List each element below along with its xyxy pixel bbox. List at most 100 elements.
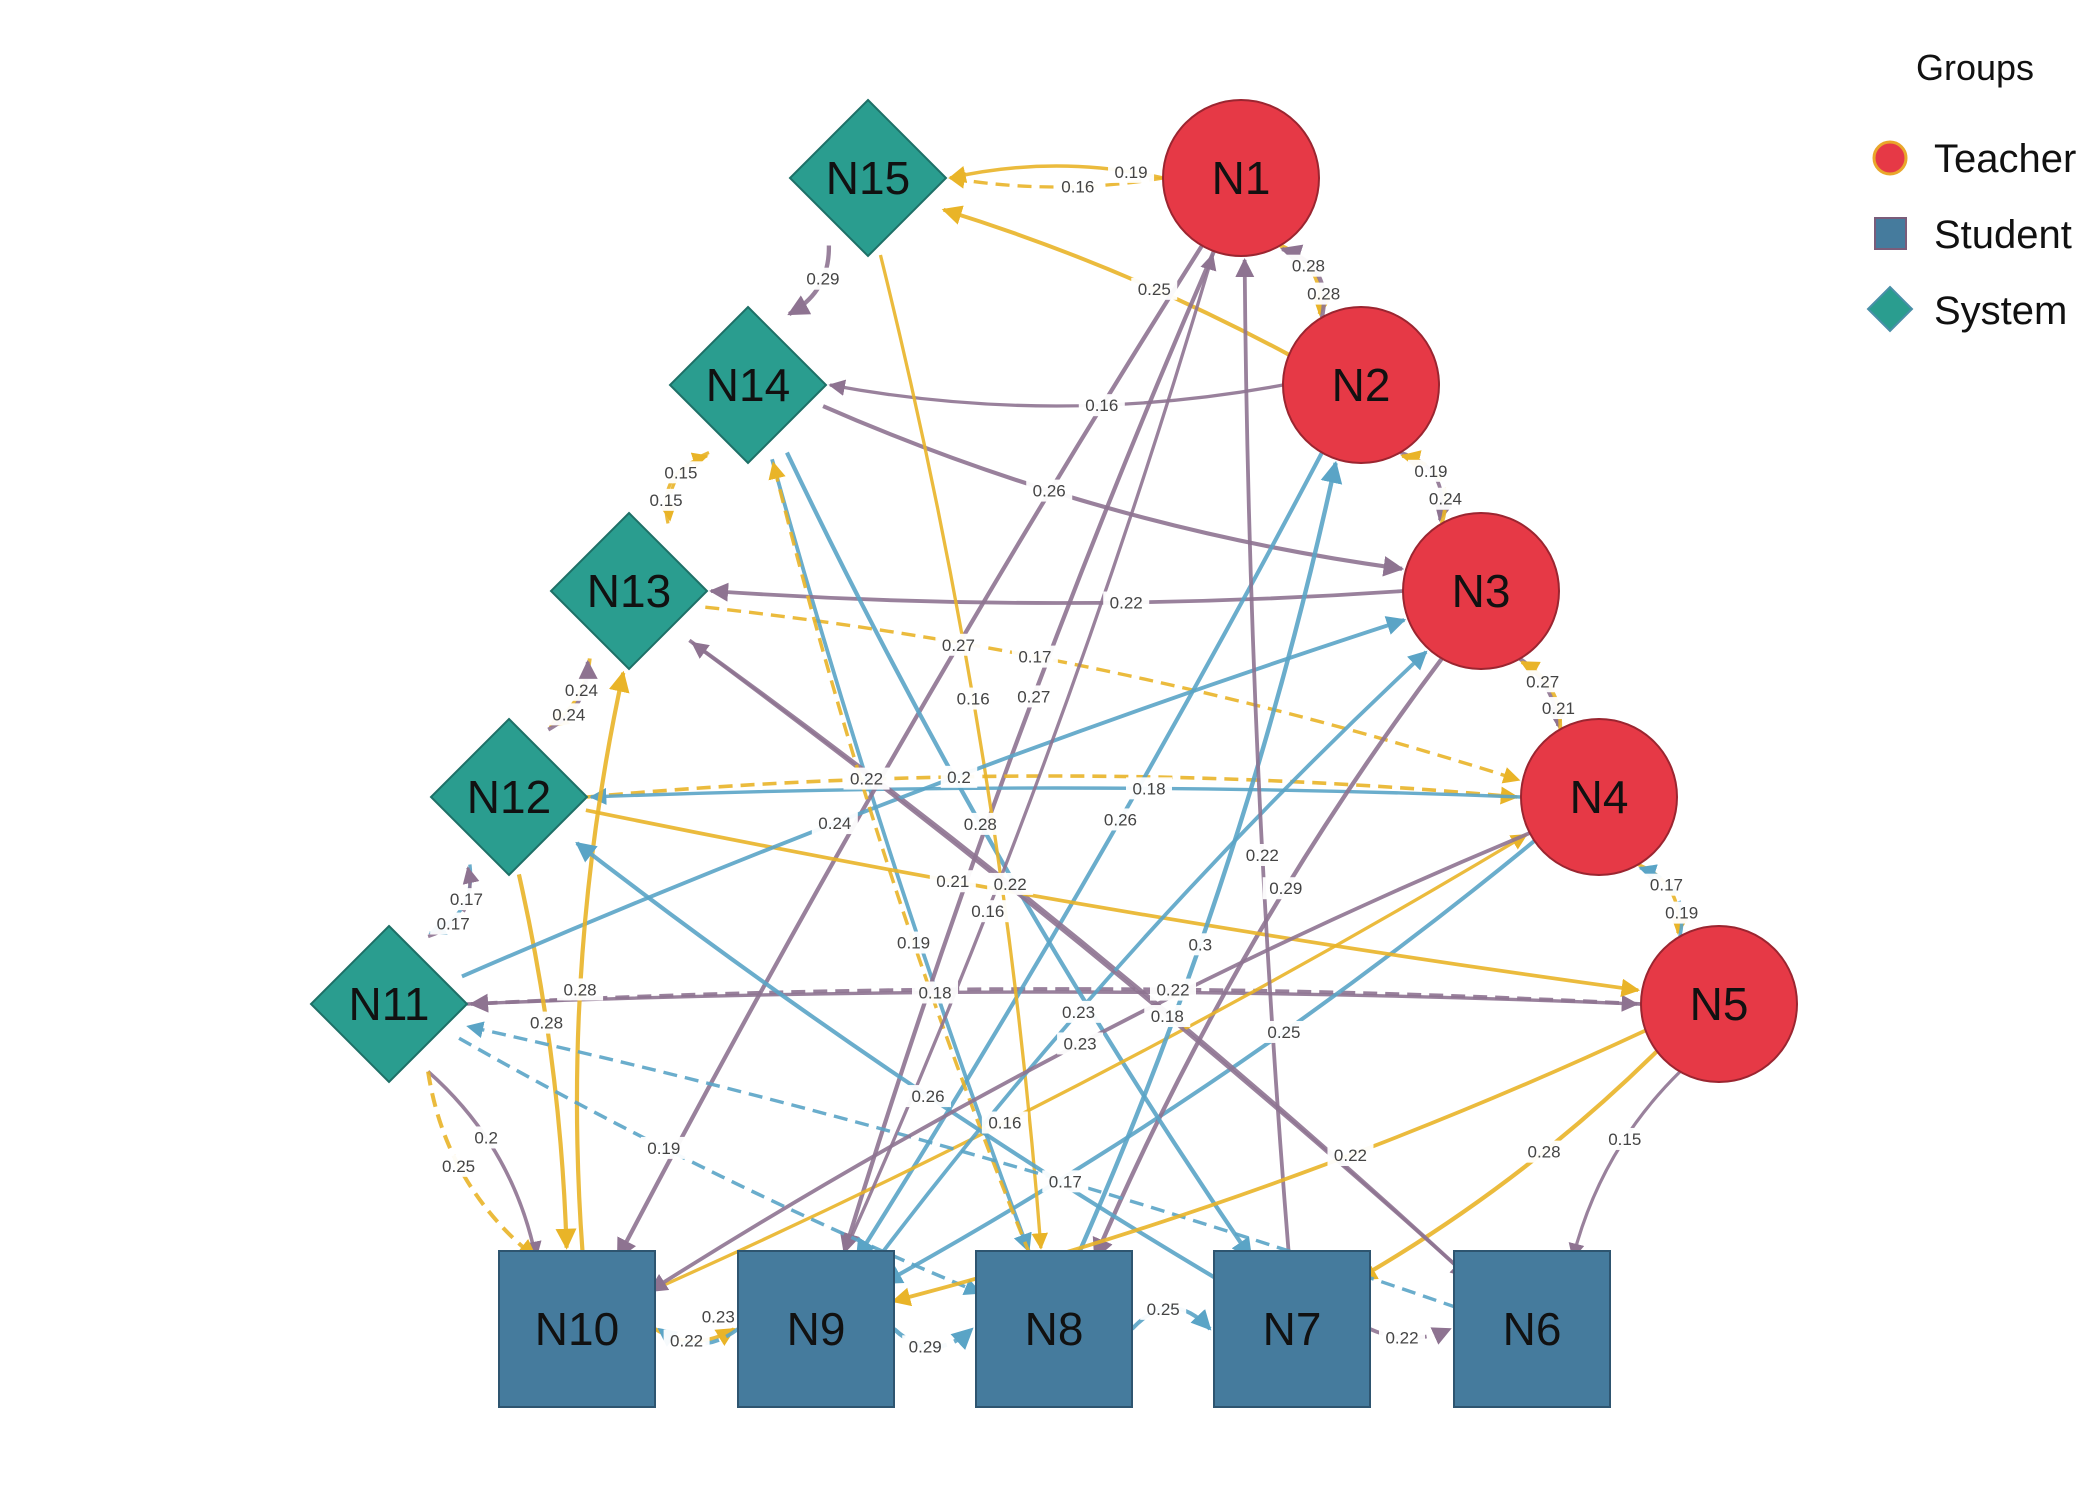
- svg-text:0.22: 0.22: [994, 875, 1027, 894]
- node-label: N13: [587, 565, 671, 617]
- edge-weight-label: 0.28: [557, 978, 604, 1001]
- edge-weight-label: 0.3: [1182, 933, 1219, 956]
- edge-N14-N8: [770, 458, 1032, 1253]
- node-label: N10: [535, 1303, 619, 1355]
- edge-N5-N6: [1568, 1070, 1682, 1260]
- legend-label-student: Student: [1934, 213, 2072, 257]
- node-n5[interactable]: N5: [1640, 925, 1798, 1083]
- node-label: N4: [1570, 771, 1629, 823]
- teacher-node-circle: [1282, 306, 1440, 464]
- edge-weight-label: 0.23: [695, 1305, 742, 1328]
- legend-item-system: System: [1866, 285, 2067, 333]
- edge-N3-N13: [709, 582, 1404, 605]
- svg-text:0.28: 0.28: [564, 980, 597, 999]
- node-n6[interactable]: N6: [1453, 1250, 1611, 1408]
- svg-text:0.18: 0.18: [918, 983, 951, 1002]
- node-n9[interactable]: N9: [737, 1250, 895, 1408]
- svg-text:0.23: 0.23: [1062, 1003, 1095, 1022]
- svg-text:0.21: 0.21: [1542, 699, 1575, 718]
- edge-N4-N10: [648, 831, 1531, 1293]
- edge-weight-label: 0.24: [545, 703, 592, 726]
- edge-weight-label: 0.15: [657, 461, 704, 484]
- node-label: N7: [1263, 1303, 1322, 1355]
- edge-N6-N13: [691, 641, 1473, 1281]
- edge-weight-label: 0.16: [964, 900, 1011, 923]
- svg-text:0.17: 0.17: [1650, 876, 1683, 895]
- node-n10[interactable]: N10: [498, 1250, 656, 1408]
- svg-text:0.22: 0.22: [1156, 981, 1189, 1000]
- node-n14[interactable]: N14: [668, 305, 828, 465]
- edge-weight-label: 0.22: [1327, 1144, 1374, 1166]
- node-n2[interactable]: N2: [1282, 306, 1440, 464]
- edge-weight-label: 0.16: [950, 687, 997, 710]
- edge-weight-label: 0.29: [1262, 877, 1309, 900]
- edge-weight-label: 0.23: [1055, 1000, 1102, 1023]
- edge-weight-label: 0.19: [1658, 901, 1705, 924]
- edge-weight-label: 0.28: [1300, 282, 1347, 305]
- edge-N13-N4: [705, 605, 1521, 784]
- node-label: N14: [706, 359, 790, 411]
- edge-weight-label: 0.17: [1643, 873, 1690, 896]
- svg-text:0.16: 0.16: [988, 1114, 1021, 1133]
- node-n7[interactable]: N7: [1213, 1250, 1371, 1408]
- node-label: N12: [467, 771, 551, 823]
- edge-N11-N10: [426, 1070, 542, 1260]
- svg-text:0.18: 0.18: [1132, 779, 1165, 798]
- svg-text:0.16: 0.16: [971, 902, 1004, 921]
- student-node-square: [498, 1250, 656, 1408]
- svg-text:0.19: 0.19: [1414, 462, 1447, 481]
- edge-N10-N4: [645, 833, 1528, 1295]
- node-n15[interactable]: N15: [788, 98, 948, 258]
- edge-weight-label: 0.29: [799, 267, 846, 290]
- edge-N1-N9: [839, 250, 1216, 1255]
- edge-weight-label: 0.18: [1144, 1005, 1191, 1028]
- edge-weight-label: 0.15: [1601, 1127, 1648, 1150]
- edge-weight-label: 0.28: [1521, 1140, 1568, 1163]
- edge-N1-N10: [616, 244, 1204, 1260]
- edge-N11-N8: [458, 1036, 982, 1296]
- system-node-diamond: [549, 511, 709, 671]
- svg-text:0.24: 0.24: [1429, 490, 1462, 509]
- edge-weight-label: 0.16: [1054, 175, 1101, 198]
- teacher-node-circle: [1402, 512, 1560, 670]
- svg-text:0.29: 0.29: [909, 1337, 942, 1356]
- svg-text:0.28: 0.28: [1292, 257, 1325, 276]
- node-n4[interactable]: N4: [1520, 718, 1678, 876]
- edge-weight-label: 0.18: [1126, 777, 1172, 800]
- node-n13[interactable]: N13: [549, 511, 709, 671]
- svg-text:0.28: 0.28: [1307, 285, 1340, 304]
- svg-text:0.28: 0.28: [1527, 1143, 1560, 1162]
- node-n8[interactable]: N8: [975, 1250, 1133, 1408]
- edge-weight-label: 0.17: [443, 888, 490, 911]
- teacher-node-circle: [1520, 718, 1678, 876]
- svg-text:0.27: 0.27: [942, 636, 975, 655]
- edge-weight-label: 0.22: [1103, 591, 1150, 614]
- svg-text:0.22: 0.22: [1246, 846, 1279, 865]
- student-node-square: [1213, 1250, 1371, 1408]
- edge-N9-N3: [866, 650, 1428, 1273]
- node-n12[interactable]: N12: [429, 717, 589, 877]
- svg-text:0.29: 0.29: [806, 270, 839, 289]
- node-n3[interactable]: N3: [1402, 512, 1560, 670]
- edge-N4-N9: [882, 839, 1536, 1285]
- svg-text:0.24: 0.24: [818, 814, 851, 833]
- svg-text:0.24: 0.24: [565, 681, 598, 700]
- svg-text:0.16: 0.16: [957, 690, 990, 709]
- svg-text:0.2: 0.2: [474, 1128, 498, 1147]
- edge-N6-N11: [466, 1021, 1458, 1310]
- node-n11[interactable]: N11: [309, 924, 469, 1084]
- edge-weight-label: 0.19: [640, 1136, 687, 1159]
- svg-text:0.17: 0.17: [1049, 1172, 1082, 1191]
- node-label: N1: [1212, 152, 1271, 204]
- edge-weight-label: 0.2: [940, 765, 978, 788]
- system-node-diamond: [309, 924, 469, 1084]
- edge-weight-label: 0.26: [1097, 808, 1144, 831]
- svg-text:0.25: 0.25: [1147, 1300, 1180, 1319]
- edge-weight-label: 0.17: [1011, 645, 1058, 668]
- edge-N12-N5: [585, 808, 1641, 998]
- edge-weight-label: 0.16: [1078, 394, 1125, 417]
- edge-N11-N3: [461, 616, 1407, 979]
- node-n1[interactable]: N1: [1162, 99, 1320, 257]
- svg-text:0.17: 0.17: [1018, 648, 1051, 667]
